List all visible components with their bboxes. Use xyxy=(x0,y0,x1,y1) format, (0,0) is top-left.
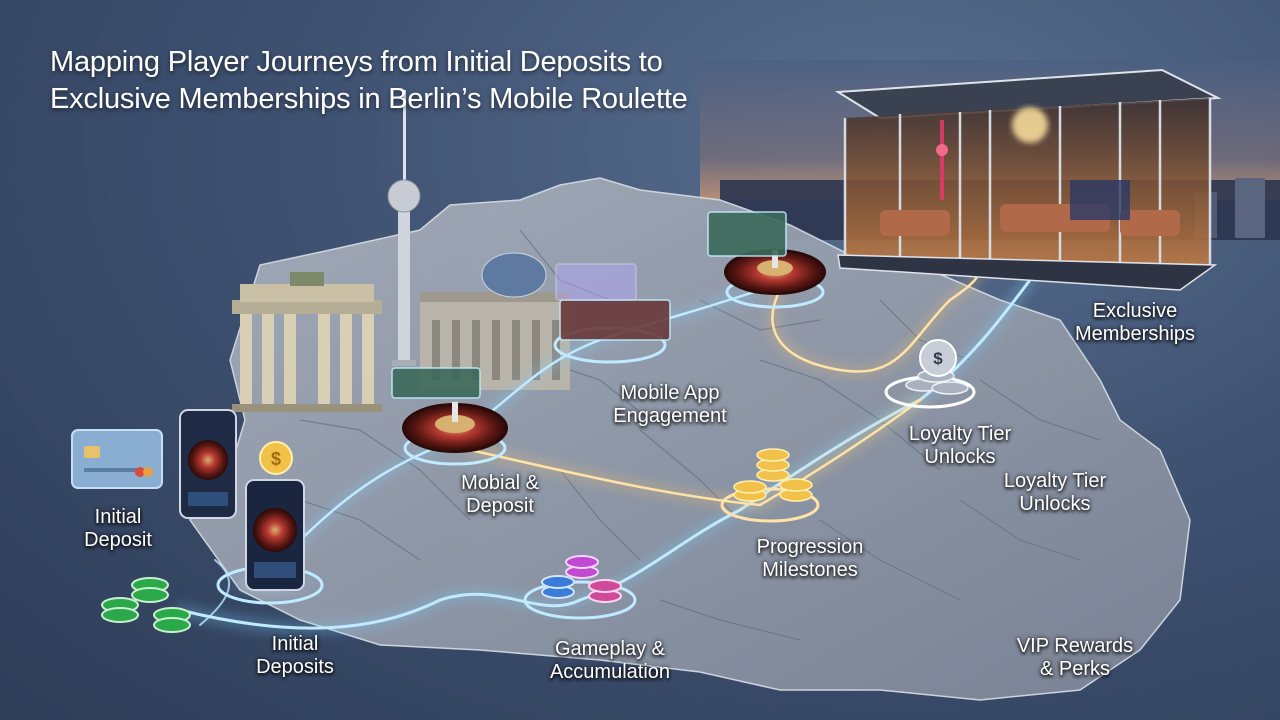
gold-coin-icon: $ xyxy=(259,441,293,475)
label-vip-rewards-perks: VIP Rewards & Perks xyxy=(1016,635,1134,680)
label-initial-deposits: Initial Deposits xyxy=(256,633,334,678)
label-gameplay-accumulation: Gameplay & Accumulation xyxy=(549,638,671,683)
gold-coin-stack-icon xyxy=(733,448,813,502)
casino-chips-purple-icon xyxy=(541,555,622,603)
label-loyalty-tier-unlocks-1: Loyalty Tier Unlocks xyxy=(908,423,1012,468)
label-exclusive-memberships: Exclusive Memberships xyxy=(1074,300,1196,345)
roulette-table-hologram-icon xyxy=(391,211,787,399)
roulette-wheel-icon xyxy=(402,402,508,453)
svg-text:$: $ xyxy=(271,449,281,469)
vip-glass-pavilion xyxy=(834,68,1222,291)
label-loyalty-tier-unlocks-2: Loyalty Tier Unlocks xyxy=(1003,470,1107,515)
tv-tower-icon xyxy=(387,90,421,366)
smartphone-roulette-icon xyxy=(179,409,237,519)
label-mobial-deposit: Mobial & Deposit xyxy=(461,472,539,517)
label-mobile-app-engagement: Mobile App Engagement xyxy=(613,382,727,427)
brandenburg-gate-icon xyxy=(232,272,382,412)
svg-text:$: $ xyxy=(933,349,943,368)
label-progression-milestones: Progression Milestones xyxy=(756,536,864,581)
silver-coin-stack-icon: $ xyxy=(905,339,969,395)
journey-paths xyxy=(175,258,1035,634)
roulette-wheel-icon xyxy=(724,249,826,295)
title-line-2: Exclusive Memberships in Berlin’s Mobile… xyxy=(50,83,688,115)
label-initial-deposit: Initial Deposit xyxy=(84,506,152,551)
smartphone-roulette-icon xyxy=(245,479,305,591)
page-title: Mapping Player Journeys from Initial Dep… xyxy=(50,44,830,118)
casino-chips-green-icon xyxy=(101,577,191,633)
credit-card-icon xyxy=(71,429,163,489)
title-line-1: Mapping Player Journeys from Initial Dep… xyxy=(50,46,663,78)
